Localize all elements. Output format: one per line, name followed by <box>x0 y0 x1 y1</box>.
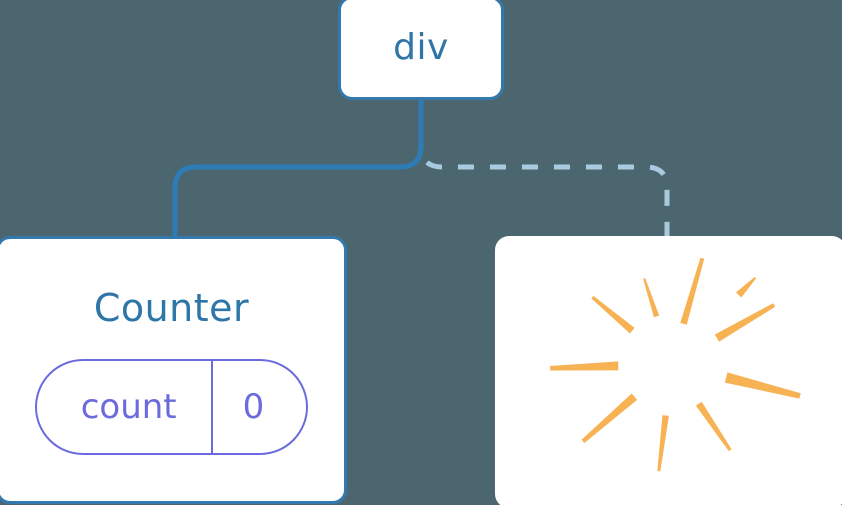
node-div-label: div <box>393 27 449 68</box>
edge-div-to-counter <box>172 100 424 240</box>
sparkle-ray-7 <box>695 401 732 452</box>
sparkle-ray-4 <box>550 361 619 371</box>
node-counter[interactable]: Counter count 0 <box>0 236 347 504</box>
prop-count-key: count <box>37 361 213 453</box>
sparkle-ray-2 <box>643 278 660 318</box>
sparkle-ray-10 <box>735 276 757 298</box>
edge-div-to-sparkle <box>418 100 670 240</box>
sparkle-ray-6 <box>657 415 669 472</box>
sparkle-ray-5 <box>581 393 638 444</box>
sparkle-burst-icon <box>550 257 801 472</box>
sparkle-ray-9 <box>714 303 776 342</box>
node-sparkle[interactable] <box>495 236 842 505</box>
sparkle-ray-1 <box>680 257 705 325</box>
node-counter-label: Counter <box>93 286 250 330</box>
sparkle-ray-8 <box>724 372 801 399</box>
node-div[interactable]: div <box>338 0 504 100</box>
prop-count[interactable]: count 0 <box>34 359 309 455</box>
sparkle-ray-3 <box>591 295 635 334</box>
prop-list: count 0 <box>0 359 344 455</box>
prop-count-value: 0 <box>242 387 265 427</box>
